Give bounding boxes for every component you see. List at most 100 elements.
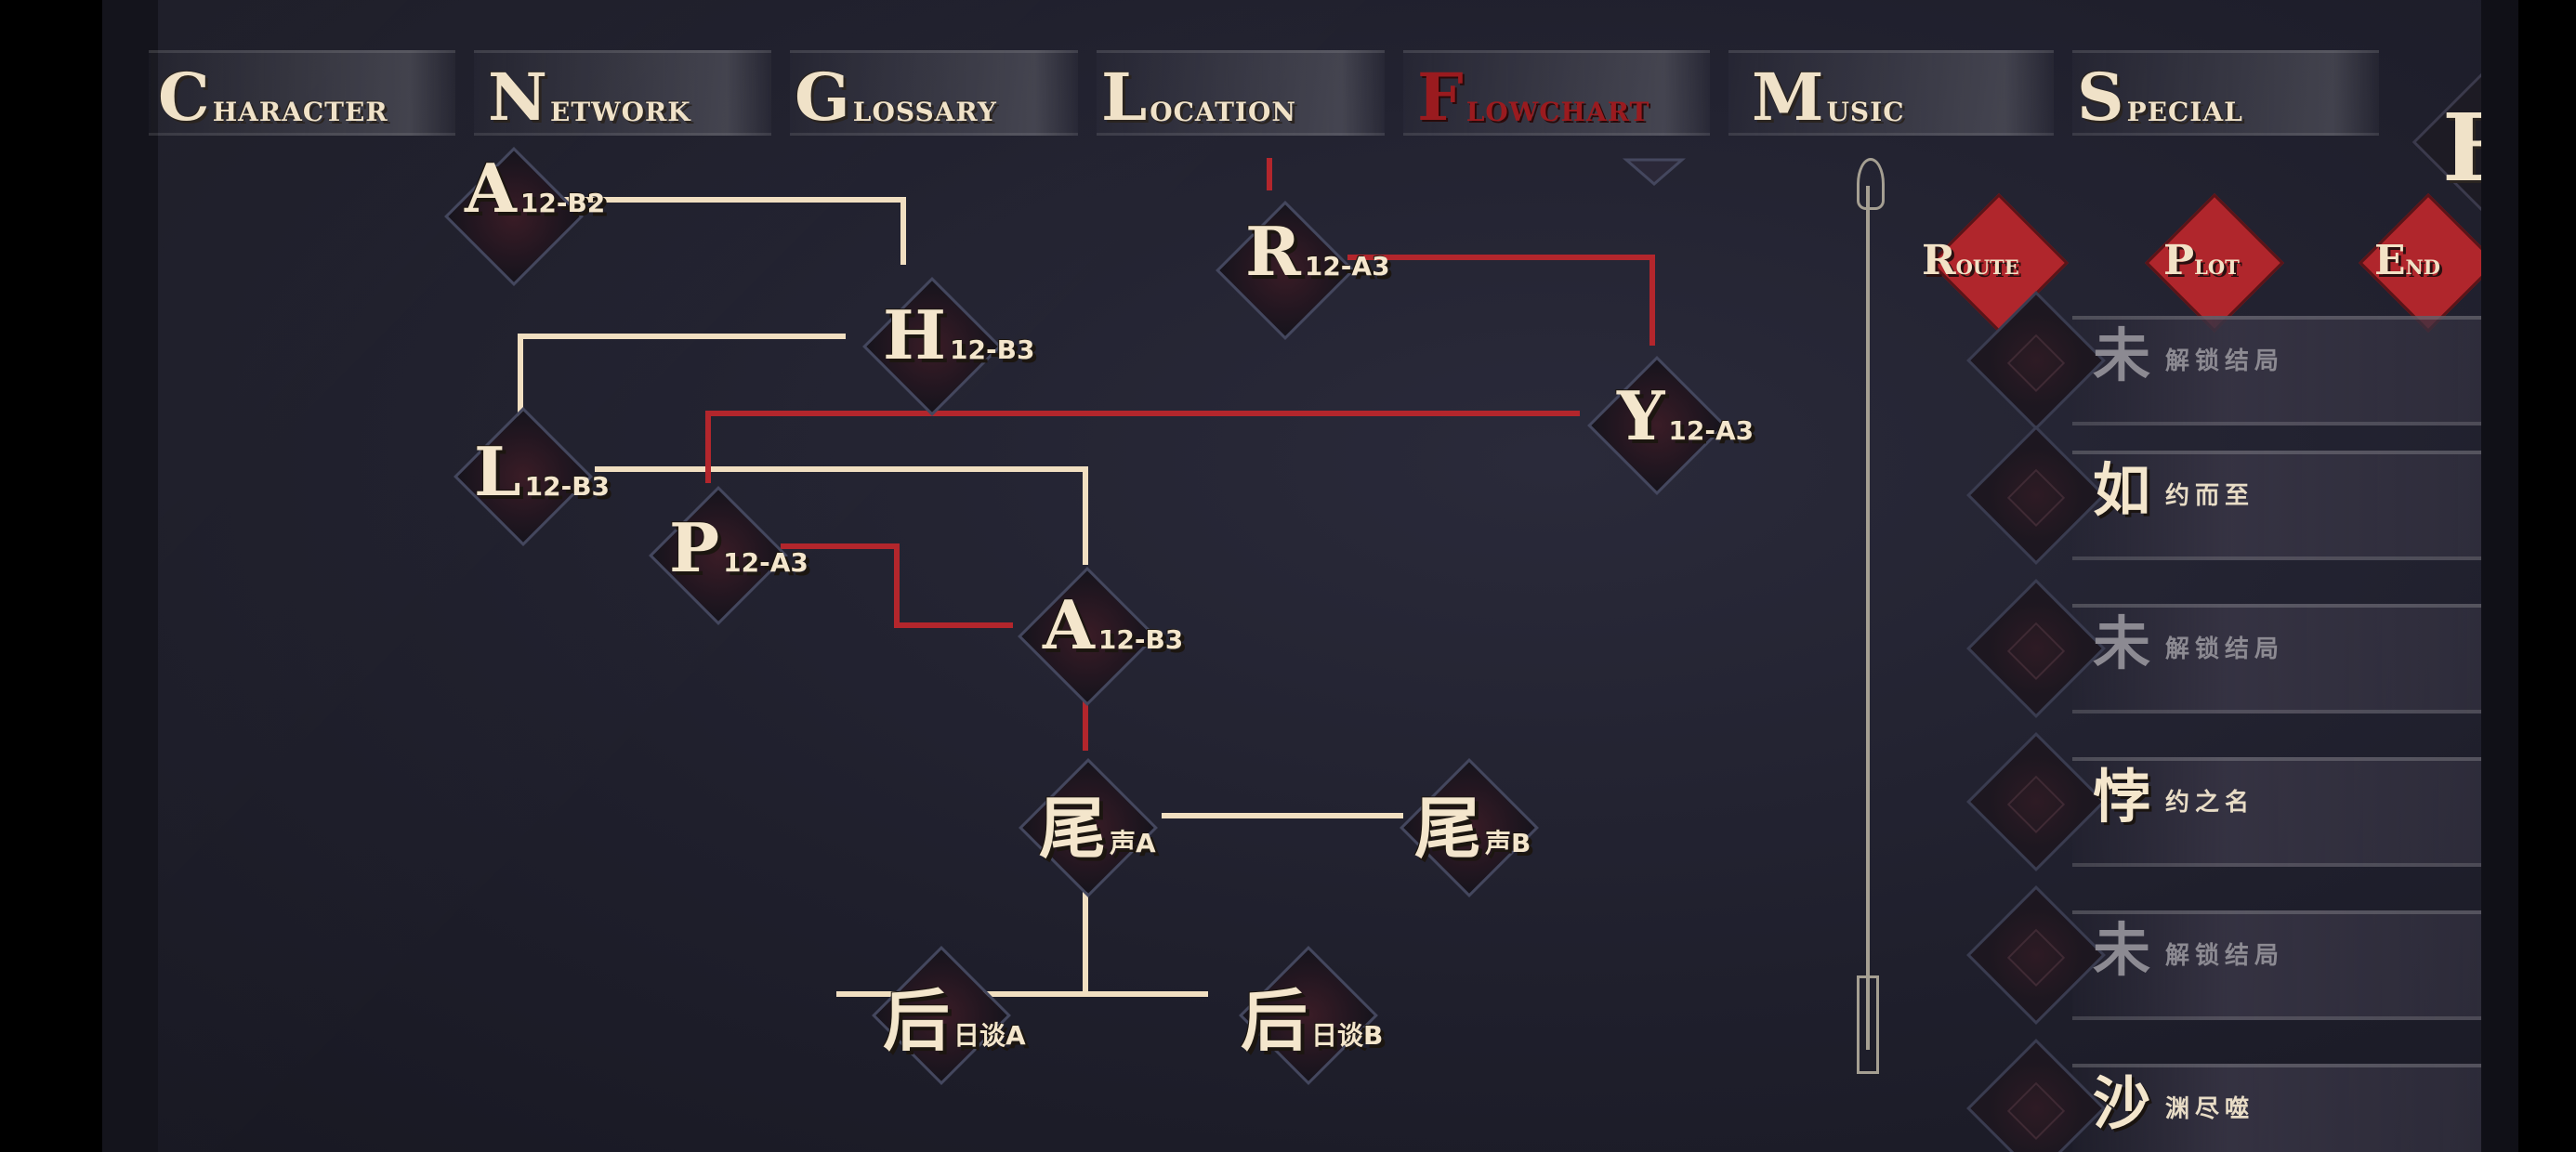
node-subtitle: 日谈B bbox=[1311, 1020, 1384, 1051]
node-letter: P bbox=[669, 508, 720, 587]
filter-label-initial: R bbox=[1922, 237, 1956, 284]
scrollbar-thumb[interactable] bbox=[1857, 975, 1879, 1074]
tab-label: lossary bbox=[852, 86, 997, 130]
node-char: 后 bbox=[1241, 981, 1308, 1060]
tab-label-initial: M bbox=[1752, 59, 1825, 136]
tab-label-initial: G bbox=[795, 59, 851, 136]
tab-label: ocation bbox=[1150, 86, 1297, 130]
node-char: 后 bbox=[883, 981, 951, 1060]
connector-l12b3-a12b3 bbox=[595, 466, 1088, 565]
node-letter: H bbox=[883, 295, 947, 374]
node-subtitle: 日谈A bbox=[953, 1020, 1026, 1051]
node-letter: L bbox=[474, 432, 521, 511]
flowchart-scrollbar[interactable] bbox=[1849, 158, 1886, 1078]
ending-item[interactable]: 如 约而至 bbox=[1961, 423, 2518, 565]
ending-bar bbox=[2072, 757, 2518, 867]
filter-label: End bbox=[2374, 237, 2440, 284]
filter-label-initial: E bbox=[2374, 237, 2406, 284]
ending-initial: 未 bbox=[2093, 609, 2151, 677]
node-code: 12-A3 bbox=[1668, 415, 1755, 446]
scrollbar-rail bbox=[1866, 186, 1870, 1050]
ending-initial: 未 bbox=[2093, 916, 2151, 984]
node-code: 12-A3 bbox=[1304, 251, 1390, 281]
filter-label-initial: P bbox=[2163, 237, 2195, 284]
filter-label: Route bbox=[1922, 237, 2019, 284]
ending-item[interactable]: 悖 约之名 bbox=[1961, 729, 2518, 871]
nav-strip bbox=[149, 50, 455, 136]
ending-bar bbox=[2072, 451, 2518, 560]
tab-label-initial: S bbox=[2077, 59, 2125, 136]
ending-bar bbox=[2072, 604, 2518, 713]
ending-title: 渊尽噬 bbox=[2165, 1095, 2255, 1123]
tab-label-initial: N bbox=[488, 59, 548, 136]
nav-strip bbox=[474, 50, 771, 136]
connector-a12b2-h12b3 bbox=[516, 197, 906, 265]
node-char: 尾 bbox=[1414, 789, 1482, 868]
tab-label-initial: F bbox=[1417, 59, 1465, 136]
route-y12a3-p12a3 bbox=[705, 411, 1580, 483]
tab-label-initial: L bbox=[1101, 59, 1149, 136]
ending-title: 约而至 bbox=[2165, 482, 2255, 510]
tab-label: haracter bbox=[212, 86, 388, 130]
node-letter: Y bbox=[1617, 376, 1665, 455]
ending-initial: 悖 bbox=[2093, 763, 2151, 831]
tab-label: etwork bbox=[549, 86, 691, 130]
flowchart-connectors bbox=[516, 158, 1687, 997]
filter-label-text: oute bbox=[1955, 249, 2019, 281]
ending-title: 解锁结局 bbox=[2165, 635, 2285, 663]
node-code: 12-B3 bbox=[524, 471, 611, 502]
ending-title: 解锁结局 bbox=[2165, 942, 2285, 970]
filter-label: Plot bbox=[2163, 237, 2240, 284]
ending-bar bbox=[2072, 316, 2518, 425]
ending-bar bbox=[2072, 1064, 2518, 1152]
ending-item[interactable]: 未 解锁结局 bbox=[1961, 576, 2518, 718]
tab-label: lowchart bbox=[1465, 86, 1650, 130]
filter-end-button[interactable]: End bbox=[2359, 193, 2498, 333]
scrollbar-top-ornament bbox=[1857, 158, 1885, 210]
nav-strip bbox=[1097, 50, 1385, 136]
nav-strip bbox=[1403, 50, 1710, 136]
tab-label: usic bbox=[1826, 86, 1905, 130]
node-letter: R bbox=[1245, 212, 1301, 291]
nav-strip bbox=[1728, 50, 2054, 136]
filter-label-text: lot bbox=[2194, 249, 2240, 281]
offscreen-node-top bbox=[1622, 158, 1687, 186]
ending-bar bbox=[2072, 910, 2518, 1020]
connector-h12b3-l12b3 bbox=[518, 334, 846, 427]
ending-item[interactable]: 未 解锁结局 bbox=[1961, 883, 2518, 1025]
nav-strip bbox=[2072, 50, 2379, 136]
node-code: 12-B2 bbox=[519, 188, 606, 218]
node-letter: A bbox=[1043, 585, 1095, 664]
node-char: 尾 bbox=[1039, 789, 1107, 868]
tab-label-initial: C bbox=[158, 59, 211, 136]
ending-title: 解锁结局 bbox=[2165, 347, 2285, 375]
ending-initial: 如 bbox=[2093, 456, 2151, 524]
node-letter: A bbox=[465, 149, 517, 228]
route-p12a3-a12b3 bbox=[781, 543, 1013, 628]
nav-strip bbox=[790, 50, 1078, 136]
node-subtitle: 声B bbox=[1485, 828, 1531, 858]
ending-item[interactable]: 未 解锁结局 bbox=[1961, 288, 2518, 430]
ending-initial: 沙 bbox=[2093, 1069, 2151, 1137]
tab-label: pecial bbox=[2126, 86, 2243, 130]
filter-route-button[interactable]: Route bbox=[1922, 193, 2069, 333]
filter-label-text: nd bbox=[2405, 249, 2440, 281]
ending-item[interactable]: 沙 渊尽噬 bbox=[1961, 1036, 2518, 1152]
ending-initial: 未 bbox=[2093, 321, 2151, 389]
ending-title: 约之名 bbox=[2165, 789, 2255, 817]
filter-plot-button[interactable]: Plot bbox=[2145, 193, 2284, 333]
node-code: 12-B3 bbox=[1097, 624, 1184, 655]
node-subtitle: 声A bbox=[1110, 828, 1156, 858]
route-r12a3-y12a3 bbox=[1347, 255, 1655, 346]
node-code: 12-B3 bbox=[950, 334, 1035, 365]
